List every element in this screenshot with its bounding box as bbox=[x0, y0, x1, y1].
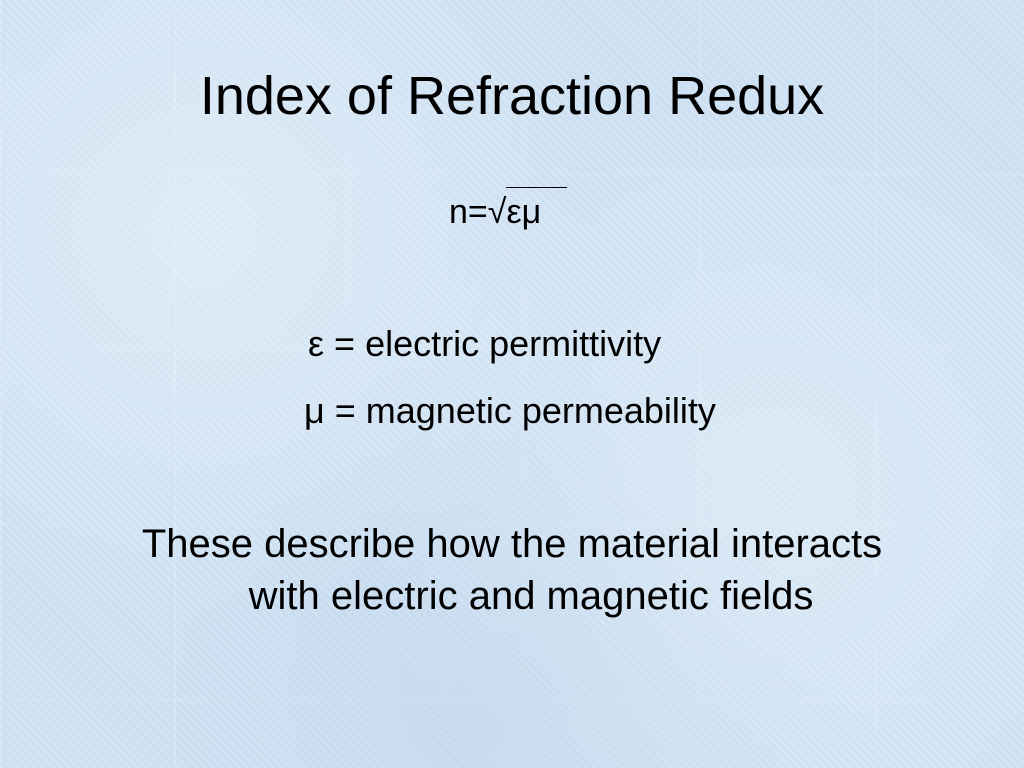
definition-permittivity: ε = electric permittivity bbox=[308, 323, 662, 364]
description-text: These describe how the material interact… bbox=[0, 518, 1024, 622]
slide-title: Index of Refraction Redux bbox=[199, 66, 825, 126]
description-line-1: These describe how the material interact… bbox=[141, 522, 883, 566]
refraction-formula: n=√εμ bbox=[449, 187, 568, 233]
formula-radicand: εμ bbox=[506, 187, 568, 233]
description-line-2: with electric and magnetic fields bbox=[248, 574, 814, 618]
formula-lhs: n=√ bbox=[449, 193, 507, 231]
definition-permeability: μ = magnetic permeability bbox=[304, 390, 716, 431]
